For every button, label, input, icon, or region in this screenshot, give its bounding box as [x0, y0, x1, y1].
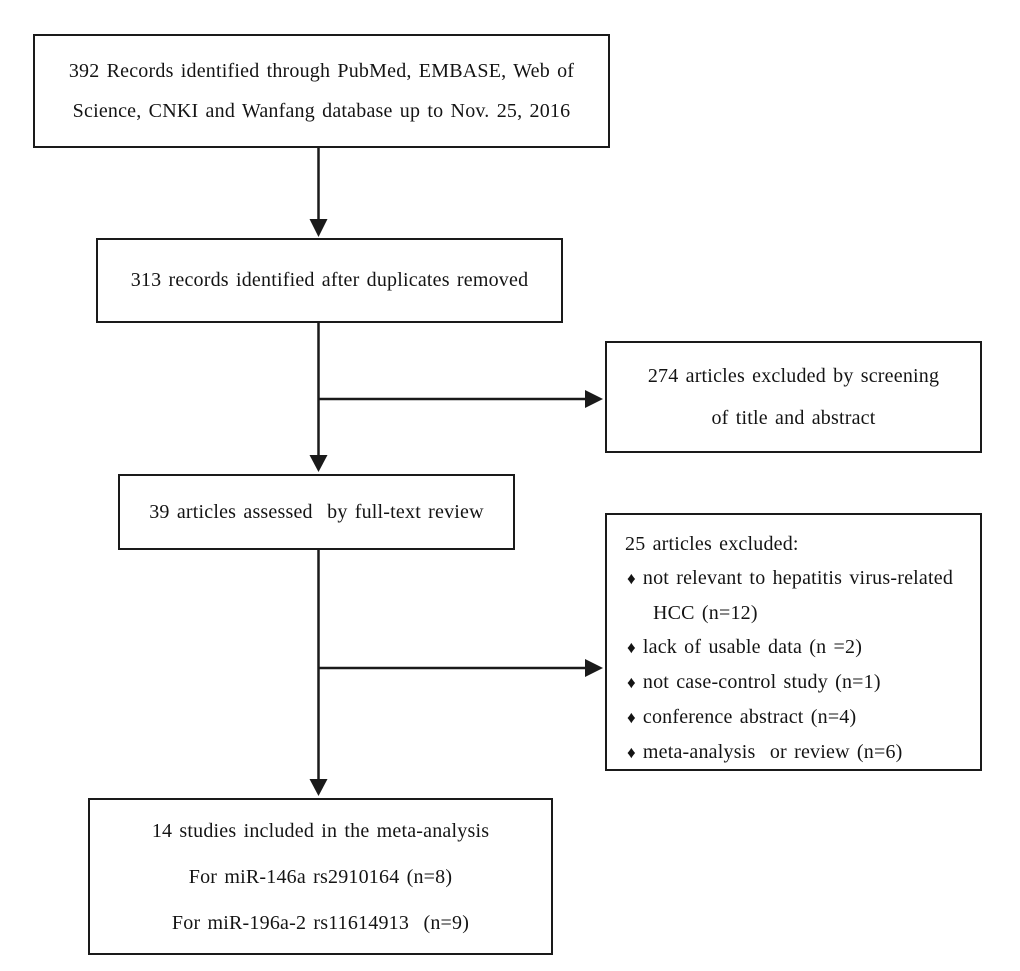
included-line1: 14 studies included in the meta-analysis [151, 819, 490, 842]
arrow-branch-to-excluded-fulltext [318, 659, 603, 677]
exclusion-reasons-list: ♦ not relevant to hepatitis virus-related… [625, 561, 958, 770]
arrow-duplicates-to-fulltext [309, 323, 328, 472]
records-identified-line1: 392 Records identified through PubMed, E… [68, 60, 575, 82]
included-line2: For miR-146a rs2910164 (n=8) [188, 865, 453, 888]
exclusion-reason-text: meta-analysis or review (n=6) [642, 741, 903, 763]
excluded-fulltext-header: 25 articles excluded: [625, 533, 799, 555]
exclusion-reason-text: not case-control study (n=1) [642, 671, 881, 693]
arrow-fulltext-to-included [309, 550, 328, 796]
arrow-branch-to-excluded-screening [318, 390, 603, 408]
box-studies-included: 14 studies included in the meta-analysis… [88, 798, 553, 955]
duplicates-removed-text: 313 records identified after duplicates … [130, 269, 529, 291]
diamond-bullet-icon: ♦ [627, 569, 636, 588]
diamond-bullet-icon: ♦ [627, 673, 636, 692]
exclusion-reason-text: lack of usable data (n =2) [642, 636, 863, 658]
diamond-bullet-icon: ♦ [627, 708, 636, 727]
box-excluded-by-screening: 274 articles excluded by screening of ti… [605, 341, 982, 453]
exclusion-reason-item: ♦ meta-analysis or review (n=6) [625, 735, 958, 770]
box-fulltext-review: 39 articles assessed by full-text review [118, 474, 515, 550]
box-excluded-fulltext: 25 articles excluded: ♦ not relevant to h… [605, 513, 982, 771]
exclusion-reason-item: ♦ conference abstract (n=4) [625, 700, 958, 735]
exclusion-reason-text: not relevant to hepatitis virus-related … [642, 567, 961, 624]
arrow-identified-to-duplicates [309, 148, 328, 237]
diamond-bullet-icon: ♦ [627, 638, 636, 657]
exclusion-reason-item: ♦ lack of usable data (n =2) [625, 630, 958, 665]
exclusion-reason-item: ♦ not case-control study (n=1) [625, 665, 958, 700]
excluded-screening-line2: of title and abstract [711, 407, 876, 429]
box-records-identified: 392 Records identified through PubMed, E… [33, 34, 610, 148]
fulltext-review-text: 39 articles assessed by full-text review [149, 500, 484, 523]
exclusion-reason-item: ♦ not relevant to hepatitis virus-related… [625, 561, 958, 630]
diamond-bullet-icon: ♦ [627, 743, 636, 762]
box-duplicates-removed: 313 records identified after duplicates … [96, 238, 563, 323]
exclusion-reason-text: conference abstract (n=4) [642, 706, 857, 728]
included-line3: For miR-196a-2 rs11614913 (n=9) [171, 911, 470, 934]
excluded-screening-line1: 274 articles excluded by screening [647, 365, 940, 387]
records-identified-line2: Science, CNKI and Wanfang database up to… [72, 100, 571, 122]
